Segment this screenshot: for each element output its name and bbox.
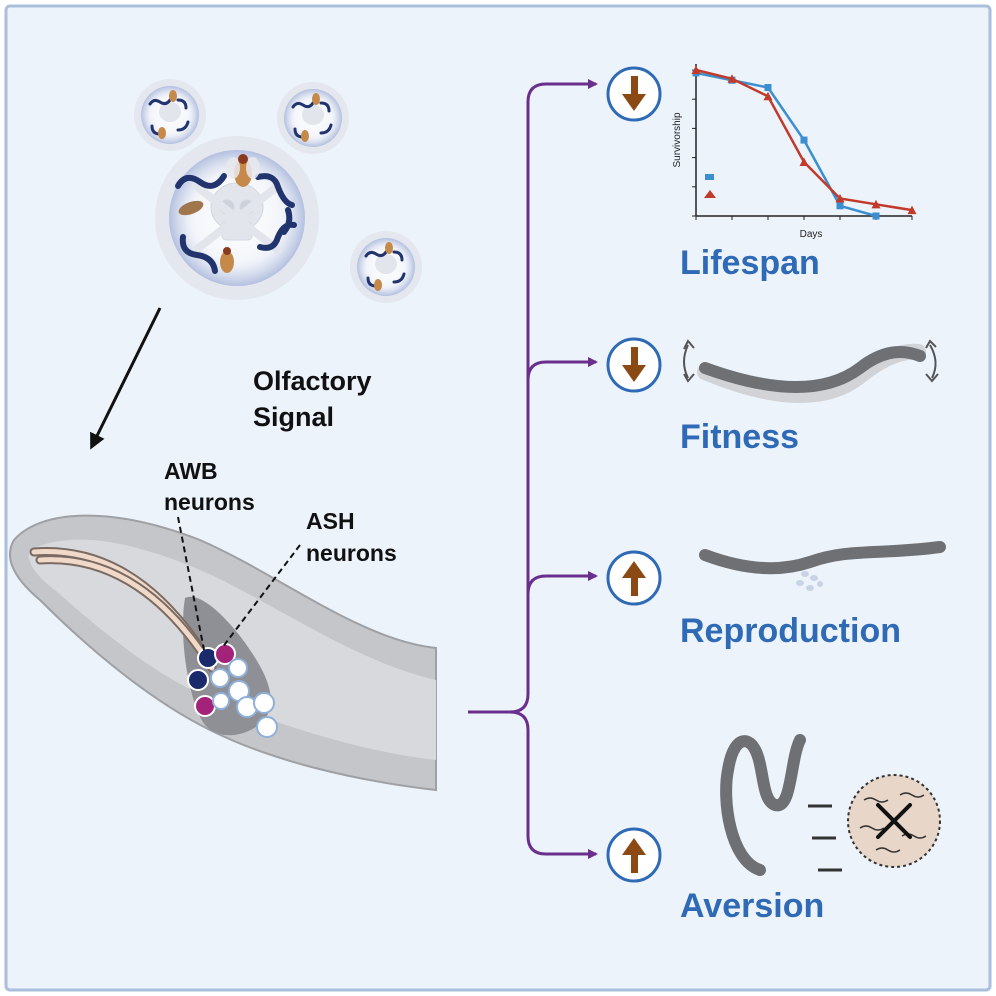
series-1-point — [907, 205, 917, 215]
legend-marker-blue — [705, 174, 714, 180]
series-1-point — [799, 157, 809, 166]
outcome-reproduction-label: Reproduction — [680, 612, 901, 650]
petri-dish-large — [155, 136, 319, 300]
series-1-point — [835, 193, 845, 203]
series-line-0 — [695, 71, 877, 218]
outcome-fitness-label: Fitness — [680, 418, 799, 456]
petri-dish-small-lower — [350, 231, 422, 303]
aversion-direction — [606, 827, 662, 883]
petri-dish-small-left — [134, 79, 206, 151]
legend-marker-red — [704, 190, 716, 198]
ash-label-line1: ASH — [306, 508, 355, 534]
x-axis-label: Days — [800, 229, 823, 240]
arrow-up-icon — [622, 561, 646, 596]
ash-leader-line — [221, 544, 301, 649]
fitness-direction — [606, 337, 662, 393]
arrow-down-icon — [622, 76, 646, 111]
awb-label-line1: AWB — [164, 458, 218, 484]
fitness-worm-illustration — [683, 339, 939, 404]
series-0-point — [800, 136, 808, 144]
neuron-cluster — [187, 643, 278, 738]
outcome-aversion-label: Aversion — [680, 887, 824, 925]
series-1-point — [691, 65, 701, 74]
signal-arrow — [90, 307, 162, 450]
reproduction-direction — [606, 550, 662, 606]
figure-panel — [4, 4, 992, 992]
outcome-lifespan-label: Lifespan — [680, 244, 820, 282]
arrow-down-icon — [622, 347, 646, 382]
ash-neuron — [194, 695, 216, 717]
close-icon — [876, 803, 912, 839]
fly-icons — [178, 154, 260, 273]
arrow-up-icon — [622, 838, 646, 873]
olfactory-label-line1: Olfactory — [253, 366, 372, 396]
skull-icon — [192, 182, 282, 254]
petri-dish-small-right — [277, 82, 349, 154]
wiggle-arrow-left — [683, 344, 689, 379]
other-neuron — [253, 692, 275, 714]
outcome-bracket — [468, 79, 598, 859]
series-0-point — [764, 84, 772, 92]
dead-worm-icons — [175, 173, 297, 274]
series-0-point — [872, 212, 880, 220]
pathogen-avoid-icon — [847, 774, 941, 868]
other-neuron — [256, 716, 278, 738]
other-neuron — [212, 692, 230, 710]
series-0-point — [836, 202, 844, 210]
series-1-point — [727, 74, 737, 83]
reproduction-worm-illustration — [699, 541, 946, 591]
awb-label-line2: neurons — [164, 489, 255, 515]
egg-icons — [796, 571, 823, 591]
olfactory-label-line2: Signal — [253, 402, 334, 432]
other-neuron — [228, 658, 248, 678]
survival-chart: Days Survivorship — [672, 64, 917, 240]
lifespan-direction — [606, 66, 662, 122]
y-axis-label: Survivorship — [672, 112, 683, 167]
awb-leader-line — [177, 516, 205, 651]
worm-head-illustration — [9, 514, 437, 792]
awb-neuron — [187, 669, 209, 691]
other-neuron — [210, 668, 230, 688]
ash-label-line2: neurons — [306, 540, 397, 566]
series-1-point — [871, 199, 881, 209]
wiggle-arrow-right — [929, 344, 937, 379]
chart-legend — [704, 174, 716, 198]
aversion-worm-illustration — [720, 734, 842, 876]
series-1-point — [763, 91, 773, 101]
